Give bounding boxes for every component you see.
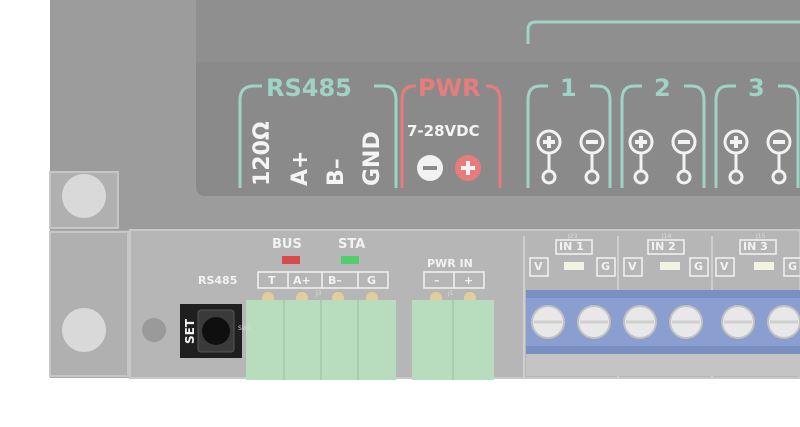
ref-j15: J15 bbox=[756, 233, 766, 240]
ch3-bracket-left bbox=[714, 84, 736, 188]
rs485-pin-gnd: GND bbox=[360, 131, 385, 186]
terminal-t: T bbox=[268, 274, 276, 287]
sta-led-label: STA bbox=[338, 237, 366, 252]
input-1-label: IN 1 bbox=[559, 240, 584, 253]
pwr-in-label: PWR IN bbox=[427, 257, 473, 270]
ch1-bracket-right bbox=[590, 84, 612, 188]
pwr-group-title: PWR bbox=[418, 74, 481, 102]
ref-j23: J23 bbox=[568, 233, 578, 240]
ch3-bracket-right bbox=[778, 84, 800, 188]
set-button-label: SET bbox=[183, 318, 197, 344]
bus-led bbox=[282, 256, 300, 264]
mount-hole-top bbox=[62, 174, 106, 218]
rs485-bracket-left bbox=[238, 84, 262, 188]
channel-1-label: 1 bbox=[560, 74, 577, 102]
channel-symbol-signs bbox=[543, 136, 785, 148]
input-3-label: IN 3 bbox=[743, 240, 768, 253]
ref-j14: J14 bbox=[662, 233, 672, 240]
pwr-in-plus: + bbox=[464, 274, 474, 287]
pwr-bracket-right bbox=[486, 84, 502, 188]
ch2-bracket-left bbox=[620, 84, 642, 188]
input-2-label: IN 2 bbox=[651, 240, 676, 253]
ref-j3: J3 bbox=[316, 290, 322, 297]
pwr-bracket-left bbox=[400, 84, 416, 188]
input-3-v: V bbox=[720, 260, 729, 273]
input-1-g: G bbox=[601, 260, 611, 273]
rs485-pin-b: B– bbox=[324, 158, 349, 186]
rs485-silk-box bbox=[257, 271, 389, 289]
channel-2-label: 2 bbox=[654, 74, 671, 102]
rs485-pin-120: 120Ω bbox=[250, 121, 275, 186]
mount-hole-bottom bbox=[62, 308, 106, 352]
channels-bracket bbox=[526, 20, 800, 44]
terminal-a: A+ bbox=[293, 274, 311, 287]
set-button-notch bbox=[142, 318, 166, 342]
sta-led bbox=[341, 256, 359, 264]
ch2-bracket-right bbox=[684, 84, 706, 188]
input-3-g: G bbox=[788, 260, 798, 273]
pwr-in-minus: – bbox=[434, 274, 440, 287]
input-2-g: G bbox=[694, 260, 704, 273]
bus-led-label: BUS bbox=[272, 237, 302, 252]
channel-symbols bbox=[536, 129, 792, 185]
pwr-spec: 7-28VDC bbox=[407, 122, 480, 140]
set-button[interactable] bbox=[202, 317, 230, 345]
ref-j1: J1 bbox=[448, 290, 454, 297]
channel-3-label: 3 bbox=[748, 74, 765, 102]
ch1-bracket-left bbox=[526, 84, 548, 188]
rs485-bracket-right bbox=[374, 84, 398, 188]
input-1-v: V bbox=[534, 260, 543, 273]
label-panel-top bbox=[196, 0, 800, 62]
rs485-pin-a: A+ bbox=[288, 150, 313, 186]
rs485-group-title: RS485 bbox=[266, 74, 352, 102]
terminal-g: G bbox=[367, 274, 377, 287]
terminal-b: B– bbox=[328, 274, 342, 287]
blue-terminal-blocks bbox=[526, 290, 800, 376]
mount-tab-bottom bbox=[49, 231, 129, 377]
input-2-v: V bbox=[628, 260, 637, 273]
ref-sw1: SW1 bbox=[238, 325, 252, 332]
rs485-silk-label: RS485 bbox=[198, 274, 238, 287]
